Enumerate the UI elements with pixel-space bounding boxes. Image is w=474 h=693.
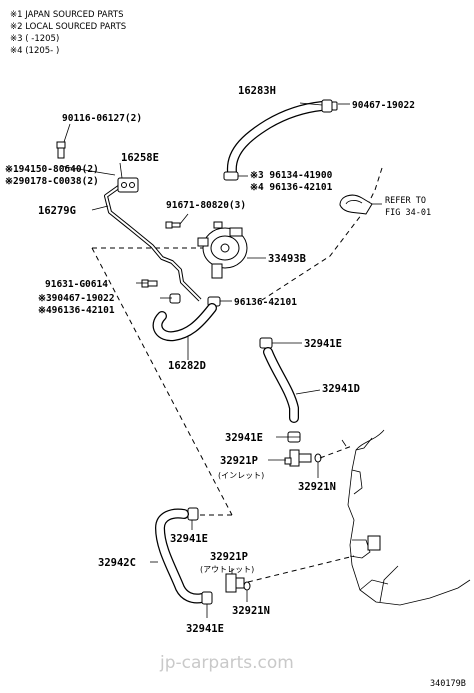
label-90116-06127: 90116-06127(2) <box>62 113 142 124</box>
hose-32941d[interactable] <box>263 347 299 423</box>
dashed-line-inlet <box>319 445 353 459</box>
label-290178-c0038: ※290178-C0038(2) <box>5 176 99 187</box>
clamp-32941e-upper[interactable] <box>259 337 273 349</box>
label-91671-80820: 91671-80820(3) <box>166 200 246 211</box>
clamp-90467-19022-top[interactable] <box>321 99 338 113</box>
label-32921n-outlet: 32921N <box>232 605 270 617</box>
label-32941d: 32941D <box>322 383 360 395</box>
label-32941e-lower-top: 32941E <box>170 533 208 545</box>
clip-refer-fig-34-01[interactable] <box>339 194 373 215</box>
label-16258e: 16258E <box>121 152 159 164</box>
bolt-91671-80820[interactable] <box>165 221 181 229</box>
label-91631-g0614: 91631-G0614 <box>45 279 108 290</box>
flange-16258e[interactable] <box>117 177 139 193</box>
label-32941e-upper: 32941E <box>304 338 342 350</box>
note-japan-sourced: ※1 JAPAN SOURCED PARTS <box>10 10 123 20</box>
label-16279g: 16279G <box>38 205 76 217</box>
leader-lines <box>59 102 382 618</box>
union-32921p-inlet[interactable] <box>284 449 312 467</box>
label-16283h: 16283H <box>238 85 276 97</box>
label-32921n-inlet: 32921N <box>298 481 336 493</box>
gasket-32921n-outlet[interactable] <box>243 581 251 591</box>
label-16282d: 16282D <box>168 360 206 372</box>
engine-block <box>341 429 471 606</box>
label-outlet-jp: (アウトレット) <box>200 565 254 574</box>
hose-16283h[interactable] <box>226 101 327 177</box>
pipe-16279g[interactable] <box>104 184 202 302</box>
bolt-90116-06127[interactable] <box>56 141 66 159</box>
label-fig-34-01: FIG 34-01 <box>385 208 431 218</box>
figure-number: 340179B <box>430 679 466 689</box>
watermark: jp-carparts.com <box>159 653 294 673</box>
clamp-32941e-lower-bottom[interactable] <box>201 591 213 605</box>
clamp-32941e-lower-top[interactable] <box>187 507 199 521</box>
hose-16282d[interactable] <box>152 303 217 342</box>
note-date-range-2: ※4 (1205- ) <box>10 46 59 56</box>
label-refer-to: REFER TO <box>385 196 426 206</box>
label-96134-41900: ※3 96134-41900 <box>250 170 333 181</box>
label-33493b: 33493B <box>268 253 306 265</box>
label-32942c: 32942C <box>98 557 136 569</box>
bolt-91631-g0614[interactable] <box>141 279 158 288</box>
dashed-outline-upper <box>91 235 233 516</box>
label-32941e-lower-bottom: 32941E <box>186 623 224 635</box>
vacuum-pump-33493b[interactable] <box>197 221 248 279</box>
label-90467-19022-lower: ※390467-19022 <box>38 293 115 304</box>
label-96136-42101-lower: ※496136-42101 <box>38 305 115 316</box>
label-32941e-middle: 32941E <box>225 432 263 444</box>
label-90467-19022-top: 90467-19022 <box>352 100 415 111</box>
union-32921p-outlet[interactable] <box>225 573 245 593</box>
note-local-sourced: ※2 LOCAL SOURCED PARTS <box>10 22 126 32</box>
clamp-90467-19022-lower[interactable] <box>169 293 181 304</box>
label-inlet-jp: (インレット) <box>218 471 264 480</box>
label-94150-80640: ※194150-80640(2) <box>5 164 99 175</box>
label-32921p-inlet: 32921P <box>220 455 258 467</box>
label-96136-42101-upper: ※4 96136-42101 <box>250 182 333 193</box>
clamp-96134-41900[interactable] <box>223 171 239 181</box>
note-date-range-1: ※3 ( -1205) <box>10 34 59 44</box>
label-32921p-outlet: 32921P <box>210 551 248 563</box>
dashed-line-outlet <box>247 555 355 583</box>
label-96136-42101-right: 96136-42101 <box>234 297 297 308</box>
hose-32942c[interactable] <box>155 508 207 604</box>
